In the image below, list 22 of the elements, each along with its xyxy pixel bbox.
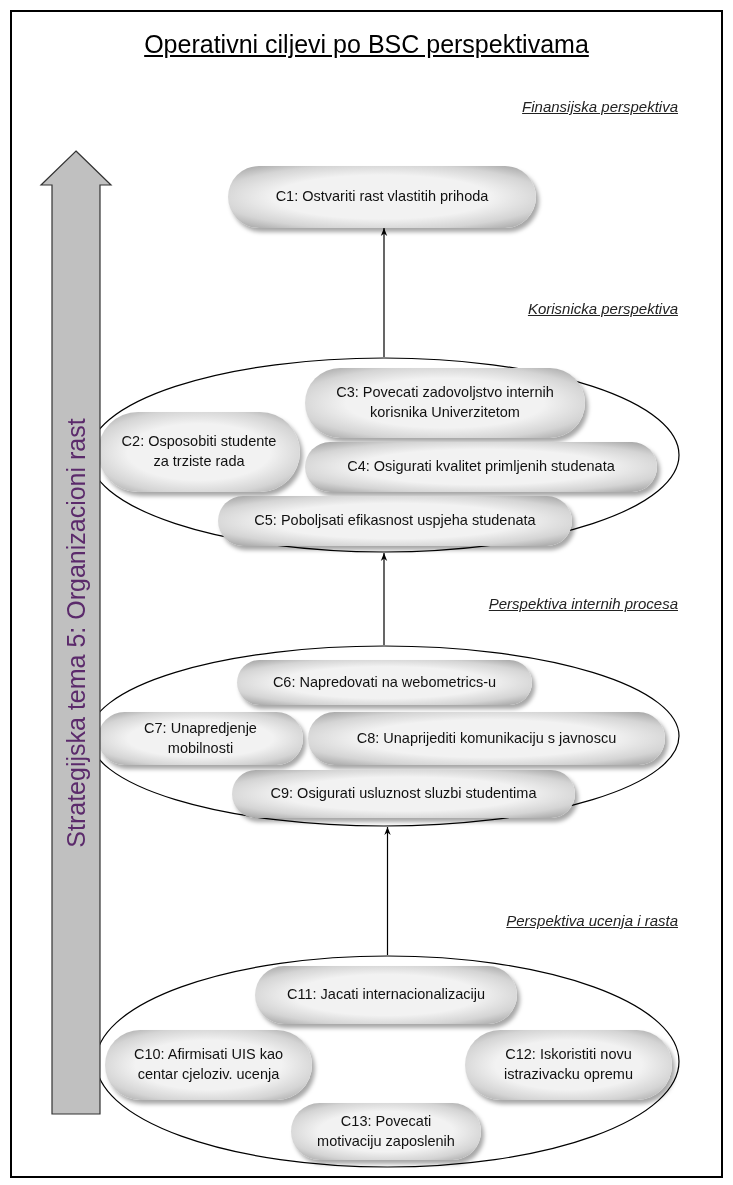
objective-pill: C3: Povecati zadovoljstvo internih korisnika Univerzitetom xyxy=(305,368,585,438)
theme-label: Strategijska tema 5: Organizacioni rast xyxy=(61,417,91,848)
perspective-label: Finansijska perspektiva xyxy=(522,98,678,115)
objective-pill: C5: Poboljsati efikasnost uspjeha studenata xyxy=(218,496,572,546)
objective-pill: C12: Iskoristiti novu istrazivacku opremu xyxy=(465,1030,672,1100)
objective-pill: C11: Jacati internacionalizaciju xyxy=(255,966,517,1024)
arrow xyxy=(384,826,391,956)
objective-pill: C1: Ostvariti rast vlastitih prihoda xyxy=(228,166,536,228)
perspective-label: Korisnicka perspektiva xyxy=(527,300,678,317)
objective-pill: C10: Afirmisati UIS kao centar cjeloziv. ucenja xyxy=(105,1030,312,1100)
objective-pill: C2: Osposobiti studente za trziste rada xyxy=(98,412,300,492)
arrow xyxy=(380,552,388,646)
objective-pill: C6: Napredovati na webometrics-u xyxy=(237,660,532,705)
objective-pill: C4: Osigurati kvalitet primljenih studenata xyxy=(305,442,657,492)
perspective-label: Perspektiva ucenja i rasta xyxy=(506,912,678,929)
diagram-title: Operativni ciljevi po BSC perspektivama xyxy=(144,30,589,59)
objective-pill: C8: Unaprijediti komunikaciju s javnoscu xyxy=(308,712,665,765)
perspective-label: Perspektiva internih procesa xyxy=(488,595,678,612)
arrow xyxy=(380,227,388,358)
objective-pill: C13: Povecati motivaciju zaposlenih xyxy=(291,1103,481,1160)
objective-pill: C9: Osigurati usluznost sluzbi studentima xyxy=(232,770,575,818)
objective-pill: C7: Unapredjenje mobilnosti xyxy=(98,712,303,765)
